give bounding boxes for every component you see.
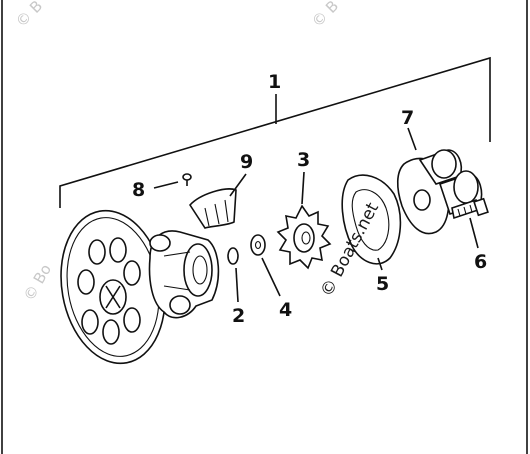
callout-8: 8 — [132, 179, 145, 201]
assembly-bracket — [59, 56, 491, 208]
callout-7: 7 — [401, 107, 414, 129]
part-2-o-ring — [227, 247, 239, 303]
callout-1: 1 — [268, 71, 281, 93]
part-8-screw — [153, 173, 192, 189]
part-3-impeller — [276, 171, 332, 270]
callout-6: 6 — [474, 251, 487, 273]
watermark-top-left: © B — [12, 0, 46, 31]
callout-4: 4 — [279, 299, 292, 321]
part-7-pump-cover — [396, 127, 483, 235]
part-6-bolt — [451, 197, 489, 249]
watermark-left: © Bo — [20, 261, 55, 304]
pulley — [60, 209, 166, 365]
callout-9: 9 — [240, 151, 253, 173]
part-9-wear-plate — [188, 173, 247, 229]
callout-3: 3 — [297, 149, 310, 171]
part-5-gasket — [341, 174, 402, 271]
callout-2: 2 — [232, 305, 245, 327]
pump-housing — [148, 230, 220, 319]
callout-5: 5 — [376, 273, 389, 295]
part-4-washer — [250, 234, 281, 297]
watermark-top-center: © B — [308, 0, 342, 31]
